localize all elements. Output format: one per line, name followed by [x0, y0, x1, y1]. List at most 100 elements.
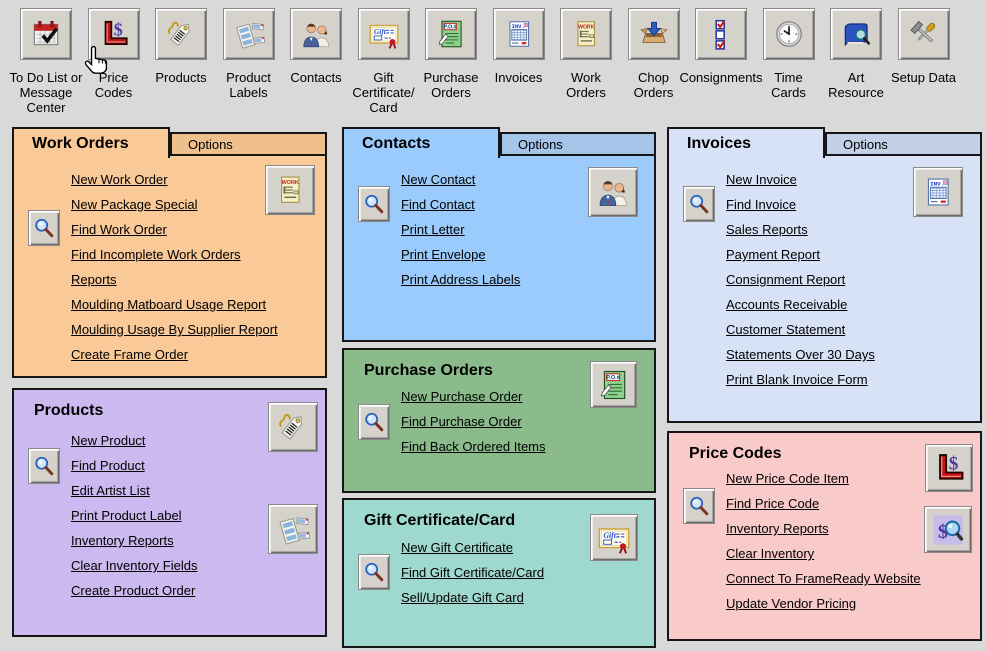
link-new-package-special[interactable]: New Package Special	[71, 197, 198, 212]
search-icon	[33, 217, 55, 239]
tab-work-orders-options[interactable]: Options	[170, 134, 325, 156]
panel-work-orders: Options Work Orders New Work Order New P…	[12, 127, 327, 378]
toolbar-button-price-codes[interactable]: Price Codes	[87, 8, 140, 100]
main-toolbar: To Do List or Message Center Price Codes…	[10, 8, 956, 115]
price-codes-button[interactable]	[87, 8, 140, 60]
toolbar-button-chop-orders[interactable]: Chop Orders	[627, 8, 680, 100]
link-payment-report[interactable]: Payment Report	[726, 247, 820, 262]
link-edit-artist-list[interactable]: Edit Artist List	[71, 483, 150, 498]
link-clear-inventory-fields[interactable]: Clear Inventory Fields	[71, 558, 198, 573]
link-new-price-code-item[interactable]: New Price Code Item	[726, 471, 849, 486]
price-lookup-panel-button[interactable]	[924, 506, 972, 553]
tab-contacts-options[interactable]: Options	[500, 134, 654, 156]
link-find-contact[interactable]: Find Contact	[401, 197, 475, 212]
link-print-blank-invoice-form[interactable]: Print Blank Invoice Form	[726, 372, 868, 387]
toolbar-button-todo-list[interactable]: To Do List or Message Center	[10, 8, 82, 115]
link-update-vendor-pricing[interactable]: Update Vendor Pricing	[726, 596, 857, 611]
find-price-code-search-button[interactable]	[683, 488, 715, 524]
link-accounts-receivable[interactable]: Accounts Receivable	[726, 297, 848, 312]
link-create-frame-order[interactable]: Create Frame Order	[71, 347, 189, 362]
link-clear-inventory[interactable]: Clear Inventory	[726, 546, 815, 561]
link-inventory-reports[interactable]: Inventory Reports	[726, 521, 829, 536]
link-find-price-code[interactable]: Find Price Code	[726, 496, 820, 511]
todo-list-button[interactable]	[20, 8, 72, 60]
work-orders-button[interactable]	[560, 8, 612, 60]
toolbar-button-product-labels[interactable]: Product Labels	[222, 8, 275, 100]
contacts-button[interactable]	[290, 8, 342, 60]
link-print-address-labels[interactable]: Print Address Labels	[401, 272, 521, 287]
link-print-product-label[interactable]: Print Product Label	[71, 508, 182, 523]
toolbar-button-contacts[interactable]: Contacts	[290, 8, 342, 85]
toolbar-button-gift-certificate[interactable]: Gift Certificate/ Card	[352, 8, 415, 115]
time-cards-button[interactable]	[762, 8, 815, 60]
find-purchase-order-search-button[interactable]	[358, 404, 390, 440]
link-moulding-usage-by-supplier-report[interactable]: Moulding Usage By Supplier Report	[71, 322, 278, 337]
link-connect-to-frameready-website[interactable]: Connect To FrameReady Website	[726, 571, 921, 586]
chop-orders-button[interactable]	[627, 8, 680, 60]
link-sell-update-gift-card[interactable]: Sell/Update Gift Card	[401, 590, 524, 605]
toolbar-button-consignments[interactable]: Consignments	[679, 8, 763, 85]
setup-data-button[interactable]	[897, 8, 950, 60]
toolbar-button-setup-data[interactable]: Setup Data	[891, 8, 956, 85]
link-find-work-order[interactable]: Find Work Order	[71, 222, 167, 237]
find-invoice-search-button[interactable]	[683, 186, 715, 222]
link-find-product[interactable]: Find Product	[71, 458, 145, 473]
link-moulding-matboard-usage-report[interactable]: Moulding Matboard Usage Report	[71, 297, 267, 312]
invoices-panel-button[interactable]	[913, 167, 963, 217]
product-labels-button[interactable]	[222, 8, 275, 60]
gift-certificate-button[interactable]	[357, 8, 410, 60]
link-print-letter[interactable]: Print Letter	[401, 222, 465, 237]
link-find-gift-certificate-card[interactable]: Find Gift Certificate/Card	[401, 565, 545, 580]
purchase-orders-button[interactable]	[425, 8, 477, 60]
work-orders-panel-button[interactable]	[265, 165, 315, 215]
link-new-gift-certificate[interactable]: New Gift Certificate	[401, 540, 513, 555]
link-create-product-order[interactable]: Create Product Order	[71, 583, 196, 598]
search-icon	[33, 455, 55, 477]
toolbar-button-art-resource[interactable]: Art Resource	[828, 8, 884, 100]
link-find-invoice[interactable]: Find Invoice	[726, 197, 797, 212]
link-sales-reports[interactable]: Sales Reports	[726, 222, 808, 237]
purchase-orders-panel-button[interactable]	[590, 361, 637, 408]
products-button[interactable]	[155, 8, 207, 60]
find-contact-search-button[interactable]	[358, 186, 390, 222]
toolbar-button-purchase-orders[interactable]: Purchase Orders	[424, 8, 478, 100]
art-resource-button[interactable]	[830, 8, 882, 60]
toolbar-button-invoices[interactable]: Invoices	[492, 8, 545, 85]
link-find-purchase-order[interactable]: Find Purchase Order	[401, 414, 522, 429]
link-customer-statement[interactable]: Customer Statement	[726, 322, 846, 337]
find-work-order-search-button[interactable]	[28, 210, 60, 246]
invoices-icon	[920, 174, 956, 210]
price-codes-panel-button[interactable]	[925, 444, 973, 492]
toolbar-button-products[interactable]: Products	[155, 8, 207, 85]
link-new-work-order[interactable]: New Work Order	[71, 172, 168, 187]
link-inventory-reports[interactable]: Inventory Reports	[71, 533, 174, 548]
purchase-orders-links: New Purchase Order Find Purchase Order F…	[401, 384, 546, 459]
consignments-button[interactable]	[695, 8, 747, 60]
product-labels-icon	[275, 511, 311, 547]
find-gift-certificate-search-button[interactable]	[358, 554, 390, 590]
link-find-back-ordered-items[interactable]: Find Back Ordered Items	[401, 439, 546, 454]
gift-certificate-panel-button[interactable]	[590, 514, 638, 561]
toolbar-button-work-orders[interactable]: Work Orders	[560, 8, 612, 100]
link-print-envelope[interactable]: Print Envelope	[401, 247, 486, 262]
link-reports[interactable]: Reports	[71, 272, 117, 287]
todo-calendar-icon	[29, 17, 63, 51]
work-orders-icon	[272, 172, 308, 208]
toolbar-button-time-cards[interactable]: Time Cards	[762, 8, 815, 100]
find-product-search-button[interactable]	[28, 448, 60, 484]
products-panel-button[interactable]	[268, 402, 318, 452]
tab-invoices-options[interactable]: Options	[825, 134, 980, 156]
link-statements-over-30-days[interactable]: Statements Over 30 Days	[726, 347, 875, 362]
invoices-button[interactable]	[492, 8, 545, 60]
contacts-panel-button[interactable]	[588, 167, 638, 217]
link-new-product[interactable]: New Product	[71, 433, 146, 448]
panel-invoices: Options Invoices New Invoice Find Invoic…	[667, 127, 982, 423]
link-new-purchase-order[interactable]: New Purchase Order	[401, 389, 523, 404]
toolbar-label: Art Resource	[828, 70, 884, 100]
link-find-incomplete-work-orders[interactable]: Find Incomplete Work Orders	[71, 247, 241, 262]
link-new-contact[interactable]: New Contact	[401, 172, 476, 187]
consignments-icon	[704, 17, 738, 51]
link-consignment-report[interactable]: Consignment Report	[726, 272, 846, 287]
product-labels-panel-button[interactable]	[268, 504, 318, 554]
link-new-invoice[interactable]: New Invoice	[726, 172, 797, 187]
